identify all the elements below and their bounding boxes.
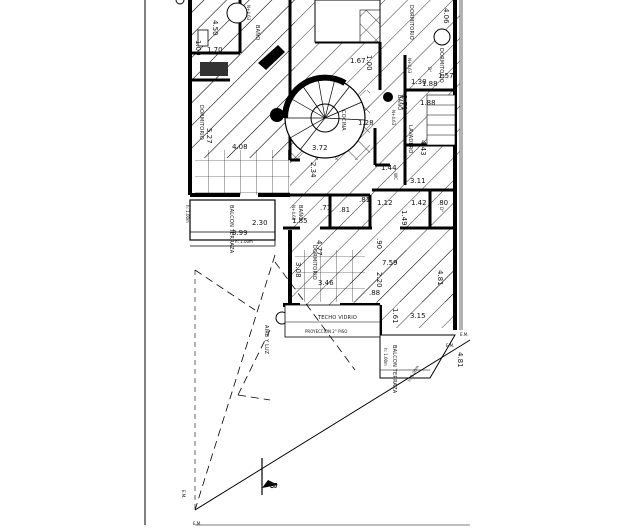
- dim-22: 1.42: [411, 199, 427, 207]
- dim-6: 1.67: [350, 57, 366, 65]
- room-label-techo-vidrio: TECHO VIDRIO: [317, 315, 357, 321]
- room-label-dormitorio-bottom: DORMITORIO: [311, 245, 317, 280]
- stair-small: [426, 94, 456, 146]
- dim-3: 1.00: [194, 40, 202, 56]
- room-label-bano-mid: BAÑO: [396, 95, 403, 110]
- room-label-lavadero: LAVADERO: [407, 125, 413, 154]
- room-label-dormitorio-left: DORMITORIO: [198, 105, 204, 140]
- dim-31: 3.46: [318, 279, 334, 287]
- em-right2: E.M.: [446, 343, 455, 348]
- dim-30: 3.08: [294, 262, 302, 278]
- dim-24: 1.49: [400, 210, 408, 226]
- room-label-d-right: D°: [439, 207, 444, 212]
- dim-2: 1.70: [207, 46, 223, 54]
- dim-32: .90: [375, 238, 383, 249]
- room-label-dormitorio-right: DORMITORIO: [438, 48, 444, 83]
- interior-walls: [190, 0, 455, 230]
- sink-fixture: [433, 28, 451, 46]
- dim-13: 1.88: [420, 99, 436, 107]
- dim-35: 4.81: [436, 270, 444, 286]
- dim-40: .81: [339, 206, 350, 214]
- dim-23: .80: [437, 199, 448, 207]
- dim-7: 1.00: [365, 55, 373, 71]
- dim-25: .71: [320, 204, 331, 212]
- room-label-bano-top: BAÑO: [254, 25, 261, 40]
- room-label-wc: WC: [393, 173, 398, 180]
- column-2: [383, 92, 393, 102]
- room-label-aire-luz: AIRE Y LUZ: [263, 325, 269, 355]
- counter-block: [258, 45, 285, 70]
- height-left2: h: 1.00m: [235, 239, 253, 244]
- dim-21: 1.12: [377, 199, 393, 207]
- dim-20: .81: [359, 196, 370, 204]
- dim-38: 1.61: [391, 308, 399, 324]
- dim-18: 1.44: [381, 164, 397, 172]
- em-left: E.M.: [181, 490, 186, 499]
- dim-37: .88: [369, 289, 380, 297]
- room-label-balcon-right: BALCON TERRAZA: [391, 345, 397, 394]
- dim-5: 4.08: [232, 143, 248, 151]
- dim-26: 1.85: [292, 217, 308, 225]
- level-top: N+4.63: [246, 5, 251, 21]
- em-left2: E.M.: [193, 521, 202, 526]
- level-bano: N+4.63: [391, 110, 396, 126]
- dim-10: 1.57: [438, 72, 454, 80]
- level-top-right: N+4.63: [407, 58, 412, 74]
- height-left: h: 1.00m: [185, 205, 190, 223]
- height-right: h: 1.00m: [383, 348, 388, 366]
- dim-36: 4.81: [456, 352, 464, 368]
- closet-block: [200, 62, 228, 76]
- dim-14: 4.43: [419, 140, 427, 156]
- level-bano2: N+4.63: [291, 205, 296, 221]
- dim-19: 3.11: [410, 177, 426, 185]
- techo-vidrio-area: [284, 304, 381, 338]
- dim-11: 4.06: [442, 8, 450, 24]
- dim-4: 5.27: [205, 128, 213, 144]
- room-label-dormitorio-top: DORMITORIO: [408, 5, 414, 40]
- room-label-proyeccion: PROYECCION 2° PISO: [305, 329, 347, 334]
- toilet-fixture: [197, 29, 209, 47]
- balcony-right: [379, 334, 456, 379]
- dim-28: 3.99: [232, 229, 248, 237]
- dim-17: 2.34: [309, 162, 317, 178]
- dim-16: 3.72: [312, 144, 328, 152]
- shower-fixture: [226, 2, 248, 24]
- hatch-lower-right: [350, 250, 455, 302]
- room-label-bano-lower: BAÑO: [297, 205, 304, 220]
- column-1: [270, 108, 284, 122]
- dim-33: 7.59: [382, 259, 398, 267]
- section-label: B: [267, 482, 278, 489]
- dim-12: 2.71: [400, 95, 408, 111]
- room-label-cocina: COCINA: [340, 110, 346, 131]
- spiral-stair: [281, 74, 366, 159]
- dim-8: 1.30: [411, 78, 427, 86]
- em-right: E.M.: [460, 332, 469, 337]
- dim-27: 2.30: [252, 219, 268, 227]
- aire-luz-outline: [194, 254, 356, 511]
- dim-9: 1.88: [422, 80, 438, 88]
- dim-39: 3.15: [410, 312, 426, 320]
- dim-15: 1.28: [358, 119, 374, 127]
- dim-1: 4.50: [211, 20, 219, 36]
- room-label-balcon-left: BALCON TERRAZA: [228, 205, 234, 254]
- room-label-d-top: D°: [427, 67, 432, 72]
- dim-34: 2.20: [375, 272, 383, 288]
- dim-29: 4.77: [315, 240, 323, 256]
- hatch-lower: [290, 158, 455, 328]
